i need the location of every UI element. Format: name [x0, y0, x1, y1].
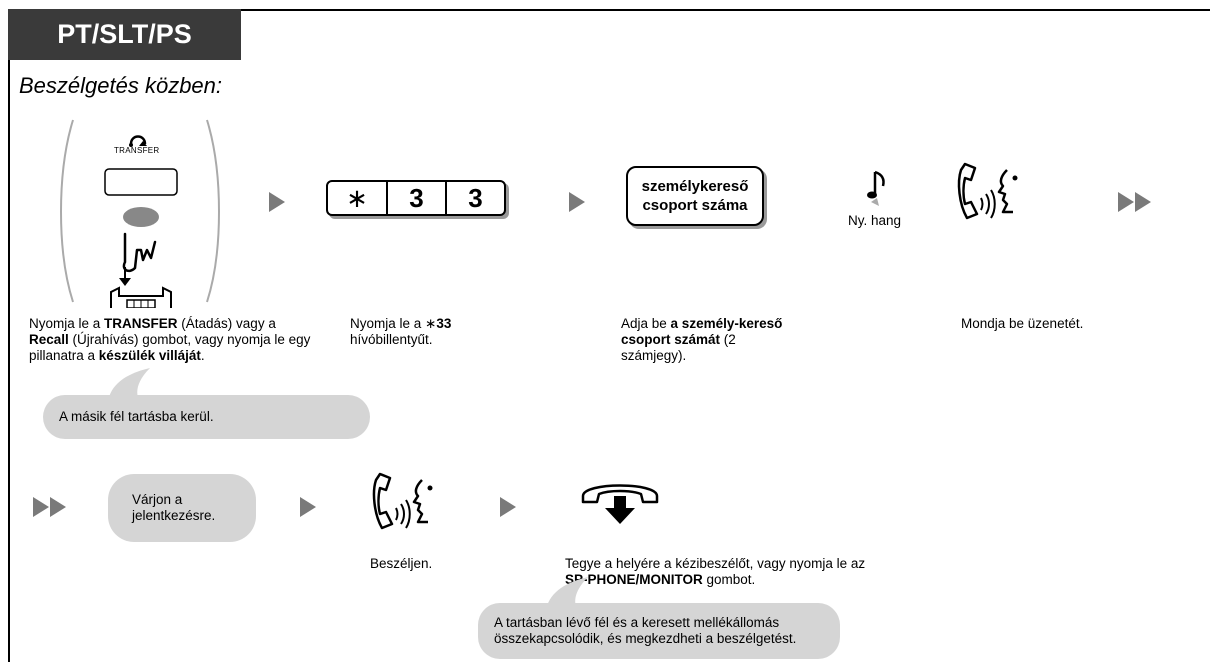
digit-key-3: 3 [386, 180, 447, 216]
page-subtitle: Beszélgetés közben: [19, 73, 223, 98]
frame-left-border [8, 9, 10, 662]
bubble-tail [108, 368, 150, 402]
double-arrow-icon [33, 497, 49, 517]
double-arrow-icon [50, 497, 66, 517]
wait-answer-bubble: Várjon a jelentkezésre. [108, 474, 256, 542]
transfer-step-illustration [60, 119, 220, 308]
step3-description: Adja be a személy-kereső csoport számát … [621, 316, 783, 363]
music-note-icon [867, 170, 885, 206]
arrow-icon [300, 497, 316, 517]
connect-note-text: A tartásban lévő fél és a keresett mellé… [494, 615, 797, 646]
frame-top-border [8, 9, 1210, 11]
double-arrow-icon [1135, 192, 1151, 212]
page-title: PT/SLT/PS [8, 9, 241, 60]
paging-group-number-box: személykereső csoport száma [626, 166, 764, 226]
step7-description: Tegye a helyére a kézibeszélőt, vagy nyo… [565, 556, 866, 587]
step1-description: Nyomja le a TRANSFER (Átadás) vagy a Rec… [29, 316, 311, 363]
arrow-icon [500, 497, 516, 517]
digit-key-3: 3 [445, 180, 506, 216]
step6-description: Beszéljen. [370, 556, 433, 571]
double-arrow-icon [1118, 192, 1134, 212]
arrow-icon [269, 192, 285, 212]
hang-up-icon [581, 484, 659, 524]
talk-icon [957, 162, 1018, 220]
connect-note-bubble: A tartásban lévő fél és a keresett mellé… [478, 603, 840, 659]
transfer-button-label: TRANSFER [114, 146, 160, 155]
bubble-tail [546, 577, 588, 611]
tone-label: Ny. hang [848, 213, 902, 228]
arrow-icon [569, 192, 585, 212]
star-key: ∗ [326, 180, 388, 216]
wait-answer-text: Várjon a jelentkezésre. [132, 492, 216, 523]
step4-description: Mondja be üzenetét. [961, 316, 1084, 331]
hold-note-bubble: A másik fél tartásba kerül. [43, 395, 370, 439]
step2-description: Nyomja le a ∗33 hívóbillentyűt. [350, 316, 452, 347]
talk-icon [372, 472, 433, 530]
